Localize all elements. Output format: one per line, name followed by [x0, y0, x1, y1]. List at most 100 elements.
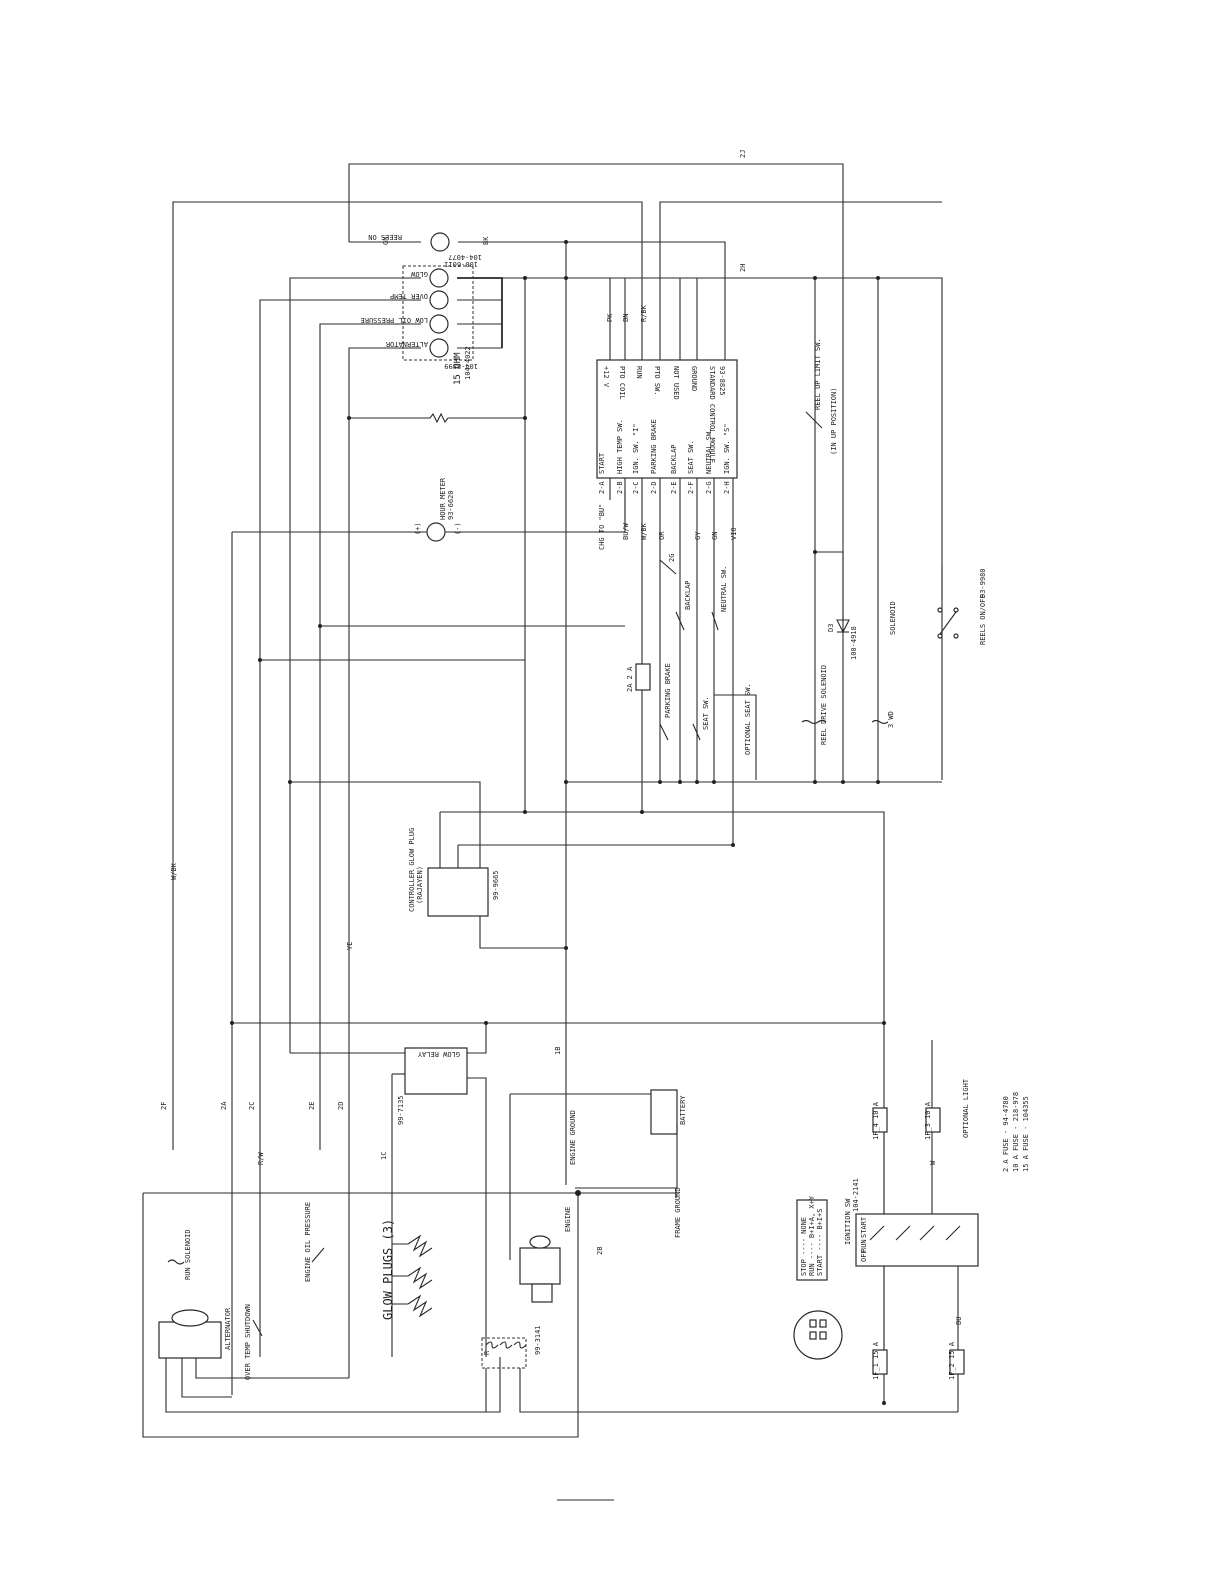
fuse-1f1: 1F_1 15 A	[872, 1341, 880, 1380]
conn-2j: 2J	[739, 150, 747, 158]
pin-id-2g: 2-G	[705, 481, 713, 494]
lamp-label-alternator: ALTERNATOR	[385, 340, 428, 348]
cm-pin-pto-coil: PTO COIL	[618, 366, 626, 400]
cm-pin-high-temp: HIGH TEMP SW.	[616, 419, 624, 474]
ign-row-stop: STOP ---- NONE	[800, 1217, 808, 1276]
fuse-note-1: 2 A FUSE - 94-4780	[1002, 1096, 1010, 1172]
cm-pin-ign-i: IGN. SW. "I"	[632, 423, 640, 474]
frame-ground-label: FRAME GROUND	[674, 1187, 682, 1238]
cm-pin-not-used: NOT USED	[672, 366, 680, 400]
ignition-switch-box	[855, 1213, 979, 1267]
ign-pos-start: START	[860, 1216, 868, 1238]
resistor-label: 15 OHM	[453, 352, 463, 385]
seat-sw-label: SEAT SW.	[702, 696, 710, 730]
controller-part: 99-9665	[492, 870, 500, 900]
wire-pk: PK	[606, 313, 614, 322]
hour-meter-plus: (+)	[414, 522, 422, 535]
cm-pin-pto-sw: PTO SW.	[653, 366, 661, 396]
ign-pos-run: RUN	[860, 1239, 868, 1252]
fuse-1f3: 1F_3 10 A	[924, 1101, 932, 1140]
cm-pin-ign-s: IGN. SW. "S"	[723, 423, 731, 474]
cm-pin-seat: SEAT SW.	[687, 440, 695, 474]
glow-relay-part: 99-7135	[397, 1095, 405, 1125]
ign-pos-off: OFF	[860, 1249, 868, 1262]
wire-or: OR	[658, 531, 666, 540]
lamp-module-part: 100-6011	[444, 260, 478, 268]
alternator-box	[158, 1321, 222, 1359]
oil-pressure-label: ENGINE OIL PRESSURE	[304, 1202, 312, 1282]
wire-rbk: R/BK	[640, 304, 648, 322]
fuse-note-3: 15 A FUSE - 104355	[1022, 1096, 1030, 1172]
wire-bu: BU	[955, 1317, 963, 1325]
conn-1c: 1C	[380, 1152, 388, 1160]
optional-light-label: OPTIONAL LIGHT	[962, 1078, 970, 1138]
fuse-1f4: 1F_4 10 A	[872, 1101, 880, 1140]
reel-up-sw-label: REEL UP LIMIT SW.	[814, 338, 822, 410]
wire-w: W	[929, 1160, 937, 1165]
fuse-2a-label: 2A 2 A	[626, 666, 634, 692]
engine-label: ENGINE	[564, 1207, 572, 1232]
wire-bn: BN	[622, 314, 630, 322]
fuse-note-2: 10 A FUSE - 218-978	[1012, 1092, 1020, 1172]
controller-label: CONTROLLER GLOW PLUG	[408, 828, 416, 912]
optional-seat-sw-label: OPTIONAL SEAT SW.	[744, 683, 752, 755]
fuse-1f2: 1F_2 15 A	[948, 1341, 956, 1380]
pin-id-2a: 2-A	[598, 481, 606, 494]
lamp-label-over-temp: OVER TEMP	[390, 292, 428, 300]
pin-id-2c: 2-C	[632, 481, 640, 494]
controller-box	[427, 867, 489, 917]
ignition-label: IGNITION SW	[844, 1198, 852, 1245]
reels-on-label: REELS ON	[368, 233, 402, 241]
lamp-module-part2: 104-8899	[444, 362, 478, 370]
glow-relay-box	[404, 1047, 468, 1095]
cm-pin-start: START	[598, 452, 606, 474]
battery-box	[650, 1089, 678, 1135]
ign-row-start: START ---- B+I+S	[816, 1209, 824, 1276]
wire-wbk: W/BK	[170, 862, 178, 880]
control-module-box	[596, 359, 738, 479]
wire-r: R	[483, 1350, 491, 1355]
hour-meter-label: HOUR METER	[439, 477, 447, 520]
glow-plugs-label: GLOW PLUGS (3)	[381, 1219, 395, 1320]
reels-switch-part: 93-9980	[979, 568, 987, 598]
ignition-part: 104-2141	[852, 1178, 860, 1212]
wire-wbk2: W/BK	[640, 522, 648, 540]
parking-brake-label: PARKING BRAKE	[664, 663, 672, 718]
pin-id-2f: 2-F	[687, 481, 695, 494]
lamp-label-glow: GLOW	[410, 270, 428, 278]
wire-gn: GN	[382, 237, 390, 245]
cm-pin-ground: GROUND	[690, 366, 698, 391]
diode-label: D3	[827, 624, 835, 632]
lamp-label-oil: LOW OIL PRESSURE	[361, 316, 428, 324]
reel-up-sw-sub: (IN UP POSITION)	[830, 388, 838, 455]
wire-gy: GY	[694, 531, 702, 540]
cm-pin-backlap: BACKLAP	[670, 444, 678, 474]
wire-gn2: GN	[711, 532, 719, 540]
cm-pin-neutral: NEUTRAL SW.	[705, 428, 713, 474]
pin-id-2h: 2-H	[723, 481, 731, 494]
hour-meter-part: 93-6620	[447, 490, 455, 520]
cm-pin-run: RUN	[635, 366, 643, 379]
cm-pin-12v: +12 V	[602, 366, 610, 388]
three-wd-label: 3 WD	[887, 711, 895, 728]
conn-2a: 2A	[220, 1101, 228, 1110]
conn-1b: 1B	[554, 1047, 562, 1055]
cm-title: STANDARD CONTROL MODULE	[708, 366, 716, 463]
reels-switch-label: REELS ON/OFF	[979, 594, 987, 645]
neutral-sw-label: NEUTRAL SW.	[720, 566, 728, 612]
alternator-label: ALTERNATOR	[224, 1307, 232, 1350]
wire-ye: YE	[346, 942, 354, 950]
solenoid-label: SOLENOID	[889, 601, 897, 635]
conn-2c: 2C	[248, 1102, 256, 1110]
starter-fuse-part: 99-3141	[534, 1325, 542, 1355]
wire-bk: BK	[482, 236, 490, 245]
cm-part: 93-8825	[718, 366, 726, 396]
diode-part: 100-4918	[850, 626, 858, 660]
hour-meter-minus: (-)	[454, 522, 462, 535]
conn-2f: 2F	[160, 1102, 168, 1110]
conn-2e: 2E	[308, 1102, 316, 1110]
conn-2b: 2B	[596, 1247, 604, 1255]
reels-on-part: 104-4077	[448, 253, 482, 261]
backlap-label: BACKLAP	[684, 580, 692, 610]
